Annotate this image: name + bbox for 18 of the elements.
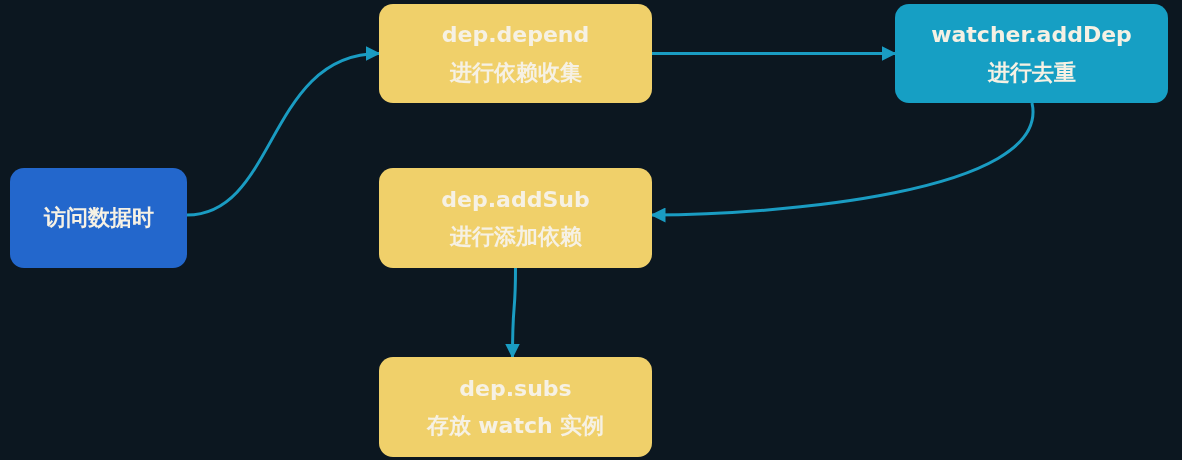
arrow — [652, 46, 897, 61]
box-title: watcher.addDep — [931, 22, 1132, 48]
process-box — [379, 357, 652, 457]
process-box — [895, 4, 1168, 103]
box-title: dep.addSub — [441, 186, 590, 212]
start-box — [10, 168, 187, 268]
box-text: 进行去重 — [987, 59, 1076, 85]
arrow — [650, 102, 1034, 223]
box-text: 存放 watch 实例 — [426, 413, 605, 439]
box-text: 进行依赖收集 — [449, 59, 582, 85]
arrow — [186, 47, 381, 217]
process-box — [379, 168, 652, 268]
box-title: dep.subs — [459, 375, 572, 401]
arrow — [505, 268, 521, 359]
box-text: 访问数据时 — [43, 205, 154, 231]
box-text: 进行添加依赖 — [449, 224, 582, 250]
process-box — [379, 4, 652, 103]
box-title: dep.depend — [441, 22, 590, 48]
